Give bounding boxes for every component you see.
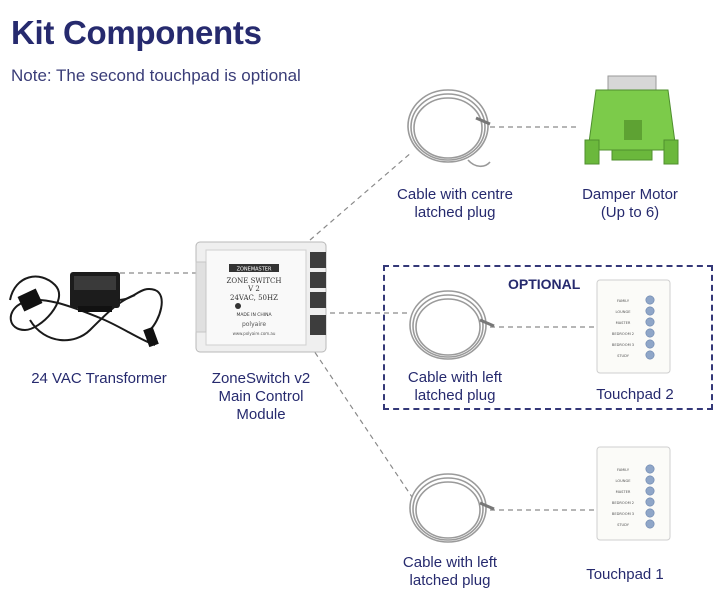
damper-motor-image (584, 75, 679, 165)
cable-centre-label-line1: Cable with centre (397, 186, 513, 203)
control-module-label-line2: Main Control (218, 388, 304, 405)
touchpad-1-label: Touchpad 1 (586, 566, 664, 583)
module-face-line4: MADE IN CHINA (236, 312, 272, 318)
touchpad-button-label: MASTER (616, 321, 631, 325)
touchpad-button-label: FAMILY (617, 299, 630, 303)
cable-left-label: Cable with left latched plug (375, 554, 525, 590)
module-face-line3: 24VAC, 50HZ (230, 294, 278, 302)
module-face-line6: www.polyaire.com.au (233, 331, 276, 336)
cable-centre-image (407, 89, 491, 168)
touchpad-button-label: BEDROOM 3 (612, 512, 634, 516)
cable-left-optional-label-line1: Cable with left (407, 369, 503, 386)
touchpad-button (645, 350, 655, 360)
touchpad-button (645, 295, 655, 305)
module-face-line1: ZONE SWITCH (227, 277, 282, 285)
control-module-image: ZONEMASTER ZONE SWITCH V 2 24VAC, 50HZ M… (195, 241, 327, 353)
module-face-line2: V 2 (247, 285, 260, 293)
page-note: Note: The second touchpad is optional (11, 66, 301, 85)
control-module-label: ZoneSwitch v2 Main Control Module (196, 370, 326, 424)
touchpad-button-label: BEDROOM 2 (612, 501, 634, 505)
touchpad-button-label: STUDY (617, 523, 630, 527)
touchpad-button-label: LOUNGE (615, 310, 631, 314)
touchpad-1-image: FAMILY LOUNGE MASTER BEDROOM 2 BEDROOM 3 STUD… (596, 446, 671, 541)
module-face-brand: ZONEMASTER (237, 267, 272, 273)
connector-lines (120, 126, 596, 511)
cable-left-label-line1: Cable with left (402, 554, 498, 571)
cable-centre-label: Cable with centre latched plug (375, 186, 535, 222)
cable-left-optional-label-line2: latched plug (414, 387, 496, 404)
module-face-line5: polyaire (242, 321, 266, 328)
touchpad-button (645, 486, 655, 496)
touchpad-button-label: BEDROOM 2 (612, 332, 634, 336)
optional-group-border (383, 265, 713, 410)
touchpad-button (645, 306, 655, 316)
damper-motor-label-line1: Damper Motor (582, 186, 678, 203)
connector-module-cable-left (309, 344, 413, 498)
damper-motor-label-line2: (Up to 6) (600, 204, 660, 221)
touchpad-2-label: Touchpad 2 (596, 386, 674, 403)
touchpad-button (645, 464, 655, 474)
touchpad-button-label: BEDROOM 3 (612, 343, 634, 347)
cable-left-image (409, 473, 495, 543)
touchpad-button (645, 497, 655, 507)
touchpad-button-label: LOUNGE (615, 479, 631, 483)
cable-left-optional-label: Cable with left latched plug (380, 369, 530, 405)
transformer-label: 24 VAC Transformer (31, 370, 167, 387)
touchpad-button-label: FAMILY (617, 468, 630, 472)
touchpad-button (645, 317, 655, 327)
cable-left-optional-image (409, 290, 495, 360)
transformer-image (9, 272, 163, 348)
touchpad-button (645, 339, 655, 349)
touchpad-button (645, 519, 655, 529)
damper-motor-label: Damper Motor (Up to 6) (560, 186, 700, 222)
cable-centre-label-line2: latched plug (414, 204, 496, 221)
optional-label: OPTIONAL (508, 276, 581, 292)
touchpad-button (645, 328, 655, 338)
control-module-label-line1: ZoneSwitch v2 (211, 370, 311, 387)
touchpad-button-label: MASTER (616, 490, 631, 494)
connector-module-cable-centre (309, 151, 413, 241)
touchpad-button-label: STUDY (617, 354, 630, 358)
touchpad-button (645, 508, 655, 518)
touchpad-2-image: FAMILY LOUNGE MASTER BEDROOM 2 BEDROOM 3 STUD… (596, 279, 671, 374)
touchpad-button (645, 475, 655, 485)
cable-left-label-line2: latched plug (409, 572, 491, 589)
control-module-label-line3: Module (236, 406, 286, 423)
page-title: Kit Components (11, 14, 262, 51)
